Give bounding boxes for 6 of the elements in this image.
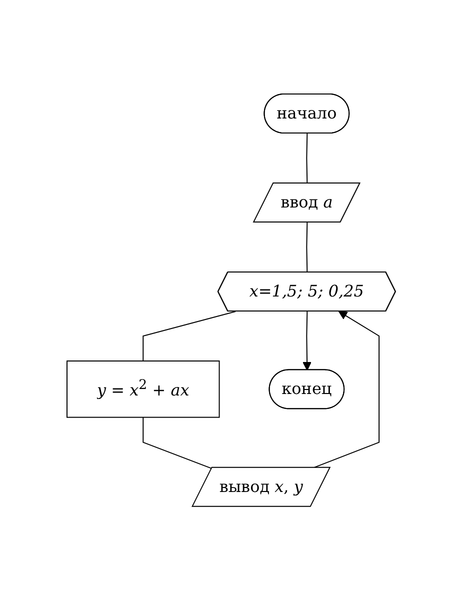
connector	[142, 417, 212, 470]
connector	[306, 222, 308, 274]
arrow	[302, 311, 312, 371]
connector	[142, 311, 236, 362]
arrow	[312, 311, 380, 469]
connector	[306, 133, 308, 184]
